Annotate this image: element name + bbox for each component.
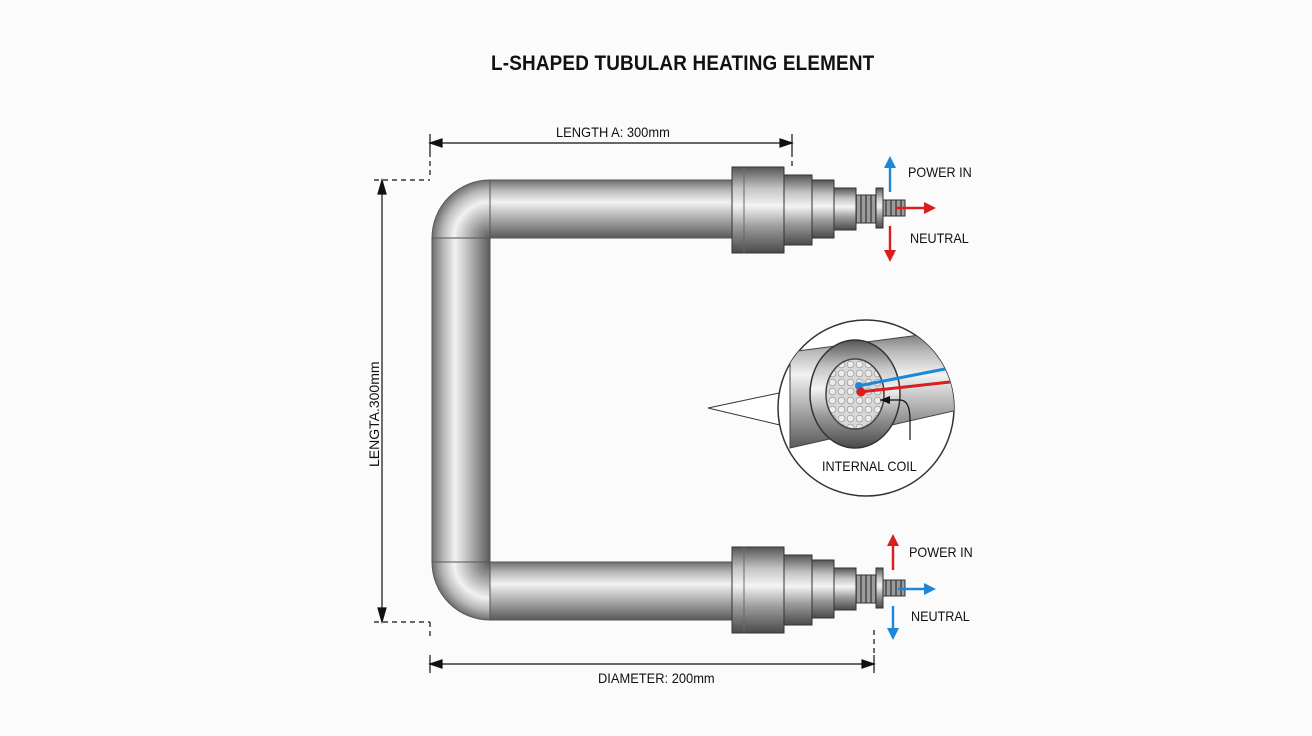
top-washer: [875, 187, 884, 229]
bottom-power-in-label: POWER IN: [909, 544, 973, 560]
bottom-washer: [875, 567, 884, 609]
bottom-fitting-collar: [731, 546, 785, 634]
bottom-terminal-fitting: [731, 546, 906, 634]
dim-arrow-left: [428, 138, 443, 148]
detail-pointer: [707, 391, 785, 427]
tube-bottom-leg: [489, 561, 737, 621]
top-fitting-nut: [783, 174, 813, 246]
tube-vertical-leg: [431, 237, 491, 563]
bottom-neutral-label: NEUTRAL: [911, 608, 970, 624]
top-fitting-hex: [811, 179, 835, 239]
bottom-output-arrow: [898, 583, 936, 595]
tube-top-leg: [489, 179, 737, 239]
dim-arrow-down: [377, 607, 387, 625]
top-fitting-collar: [731, 166, 785, 254]
bottom-arrows: [887, 534, 936, 640]
diameter-label: DIAMETER: 200mm: [598, 670, 715, 686]
top-terminal-fitting: [731, 166, 906, 254]
top-neutral-arrow: [884, 226, 896, 262]
detail-blue-wire: [857, 366, 951, 388]
length-a-side-label: LENGTA.300mm: [366, 361, 382, 467]
top-output-arrow: [896, 202, 936, 214]
internal-coil-detail: [707, 319, 955, 497]
internal-coil-label: INTERNAL COIL: [822, 458, 917, 474]
mgo-insulation: [825, 358, 885, 430]
dim-arrow-up: [377, 177, 387, 195]
detail-red-wire: [859, 380, 951, 394]
length-a-top-label: LENGTH A: 300mm: [556, 124, 670, 140]
diagram-title: L-SHAPED TUBULAR HEATING ELEMENT: [491, 52, 875, 75]
coil-leader-line: [880, 399, 911, 440]
bottom-neutral-arrow: [887, 606, 899, 640]
bottom-fitting-hex: [811, 559, 835, 619]
tube-top-bend: [431, 179, 491, 239]
tube: [431, 179, 737, 621]
top-arrows: [884, 156, 936, 262]
top-power-arrow: [884, 156, 896, 192]
top-neutral-label: NEUTRAL: [910, 230, 969, 246]
top-power-in-label: POWER IN: [908, 164, 972, 180]
bottom-power-arrow: [887, 534, 899, 570]
dimension-lines: [374, 134, 876, 673]
bottom-fitting-nut: [783, 554, 813, 626]
tube-bottom-bend: [431, 561, 491, 621]
dim-arrow-right: [779, 138, 794, 148]
